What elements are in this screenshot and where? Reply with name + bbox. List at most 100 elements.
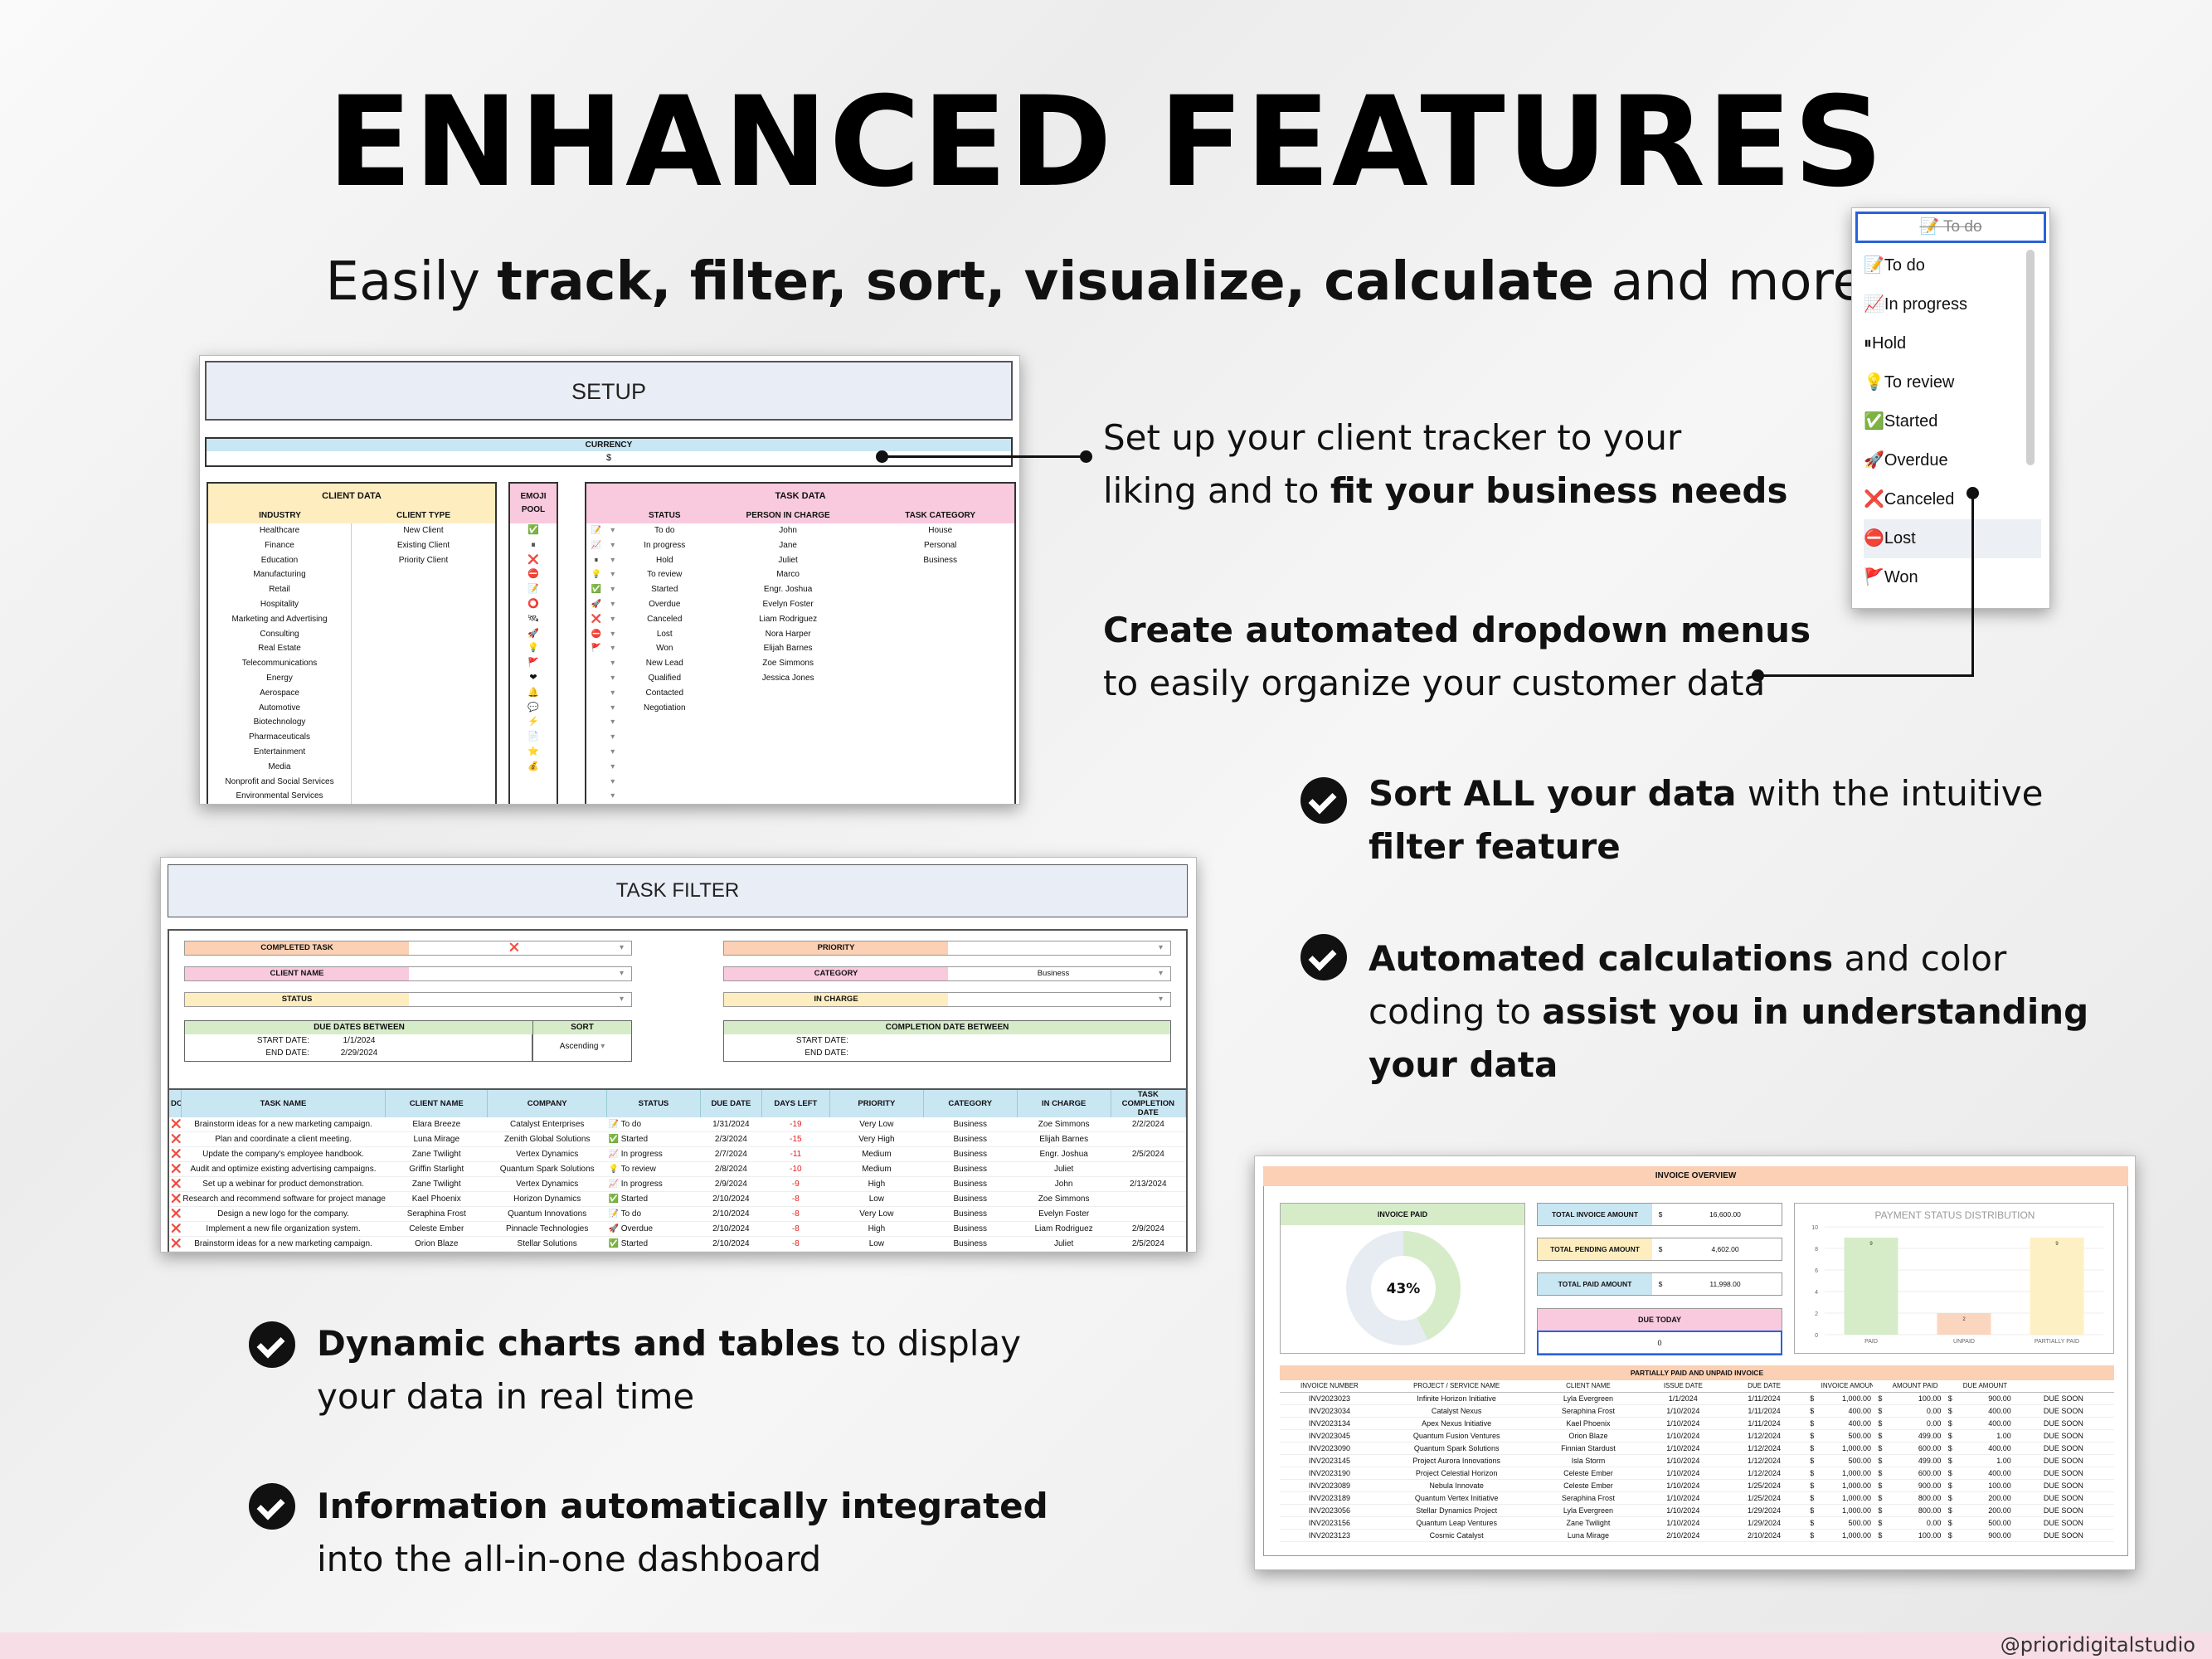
chevron-down-icon[interactable]: ▾ [610, 718, 615, 727]
chevron-down-icon[interactable]: ▾ [1159, 943, 1164, 952]
status-cell[interactable]: Started [651, 585, 678, 595]
chevron-down-icon[interactable]: ▾ [610, 776, 615, 786]
column-header[interactable]: PROJECT / SERVICE NAME [1378, 1380, 1534, 1394]
table-row[interactable]: ❌Design a new logo for the company.Serap… [169, 1207, 1186, 1222]
status-cell[interactable] [620, 715, 710, 730]
dropdown-item[interactable]: 🚩Won [1864, 558, 2035, 597]
dropdown-item[interactable]: ✅Started [1864, 402, 2035, 441]
status-filter-value[interactable] [409, 993, 620, 1006]
chevron-down-icon[interactable]: ▾ [610, 526, 615, 535]
currency-value[interactable]: $ [605, 453, 612, 463]
status-dropdown[interactable]: 📝 To do 📝To do📈In progress⏸Hold💡To revie… [1851, 207, 2050, 609]
column-header[interactable] [2012, 1380, 2114, 1394]
completed-filter[interactable]: COMPLETED TASK❌▾ [184, 941, 632, 956]
chevron-down-icon[interactable]: ▾ [610, 688, 615, 698]
chevron-down-icon[interactable]: ▾ [610, 570, 615, 580]
chevron-down-icon[interactable]: ▾ [610, 791, 615, 801]
column-header[interactable]: INVOICE AMOUNT [1819, 1380, 1874, 1394]
status-cell[interactable]: Lost [656, 629, 673, 639]
chevron-down-icon[interactable]: ▾ [610, 599, 615, 609]
sort-select[interactable]: Ascending ▾ [559, 1042, 605, 1051]
column-header[interactable]: COMPANY [487, 1090, 608, 1117]
chevron-down-icon[interactable]: ▾ [610, 732, 615, 742]
column-header[interactable] [1873, 1380, 1888, 1394]
status-cell[interactable] [620, 745, 710, 760]
status-cell[interactable] [620, 730, 710, 745]
table-row[interactable]: ❌Research and recommend software for pro… [169, 1192, 1186, 1207]
table-row[interactable]: ❌Plan and coordinate a client meeting.Lu… [169, 1132, 1186, 1147]
status-cell[interactable] [620, 760, 710, 775]
column-header[interactable]: ISSUE DATE [1642, 1380, 1724, 1394]
column-header[interactable] [1942, 1380, 1958, 1394]
dropdown-item[interactable]: ❌Canceled [1864, 480, 2035, 519]
client-filter-value[interactable] [409, 967, 620, 980]
status-cell[interactable]: Overdue [649, 599, 681, 609]
chevron-down-icon[interactable]: ▾ [610, 629, 615, 639]
table-row[interactable]: ❌Implement a new file organization syste… [169, 1222, 1186, 1237]
chevron-down-icon[interactable]: ▾ [610, 585, 615, 595]
status-cell[interactable]: Canceled [647, 614, 683, 624]
column-header[interactable]: AMOUNT PAID [1887, 1380, 1943, 1394]
column-header[interactable]: CLIENT NAME [385, 1090, 489, 1117]
dropdown-item[interactable]: 🚀Overdue [1864, 441, 2035, 480]
chevron-down-icon[interactable]: ▾ [610, 540, 615, 550]
table-row[interactable]: ❌Update the company's employee handbook.… [169, 1147, 1186, 1162]
incharge-filter[interactable]: IN CHARGE▾ [723, 992, 1171, 1007]
status-cell[interactable]: In progress [644, 540, 686, 550]
table-row[interactable]: ❌Set up a webinar for product demonstrat… [169, 1177, 1186, 1192]
status-cell[interactable]: Qualified [648, 673, 681, 683]
chevron-down-icon[interactable]: ▾ [620, 995, 625, 1004]
chevron-down-icon[interactable]: ▾ [610, 659, 615, 669]
end-value[interactable]: 2/29/2024 [340, 1048, 378, 1058]
start-value[interactable]: 1/1/2024 [343, 1036, 376, 1045]
dropdown-scrollbar[interactable] [2026, 250, 2035, 465]
completed-filter-value[interactable]: ❌ [509, 943, 519, 952]
dropdown-item[interactable]: ⏸Hold [1864, 324, 2035, 363]
category-filter-value[interactable]: Business [1037, 969, 1070, 978]
column-header[interactable]: DUE DATE [700, 1090, 762, 1117]
column-header[interactable]: CLIENT NAME [1534, 1380, 1643, 1394]
status-filter[interactable]: STATUS▾ [184, 992, 632, 1007]
column-header[interactable]: DUE AMOUNT [1957, 1380, 2013, 1394]
chevron-down-icon[interactable]: ▾ [620, 943, 625, 952]
column-header[interactable] [1804, 1380, 1820, 1394]
status-cell[interactable]: Won [656, 644, 673, 654]
dropdown-item[interactable]: 📈In progress [1864, 285, 2035, 324]
chevron-down-icon[interactable]: ▾ [1159, 995, 1164, 1004]
table-row[interactable]: ❌Brainstorm ideas for a new marketing ca… [169, 1117, 1186, 1132]
status-cell[interactable]: Negotiation [643, 703, 686, 713]
dropdown-item[interactable]: 📝To do [1864, 246, 2035, 285]
table-row[interactable]: ❌Audit and optimize existing advertising… [169, 1162, 1186, 1177]
status-cell[interactable]: To review [647, 570, 683, 580]
column-header[interactable]: CATEGORY [923, 1090, 1018, 1117]
chevron-down-icon[interactable]: ▾ [610, 614, 615, 624]
chevron-down-icon[interactable]: ▾ [610, 673, 615, 683]
column-header[interactable]: DONE [169, 1090, 182, 1117]
chevron-down-icon[interactable]: ▾ [610, 747, 615, 757]
column-header[interactable]: PRIORITY [829, 1090, 924, 1117]
chevron-down-icon[interactable]: ▾ [1159, 969, 1164, 978]
column-header[interactable]: IN CHARGE [1017, 1090, 1111, 1117]
column-header[interactable]: STATUS [606, 1090, 701, 1117]
status-cell[interactable] [620, 775, 710, 790]
dropdown-item[interactable]: 💡To review [1864, 363, 2035, 402]
table-row[interactable]: ❌Brainstorm ideas for a new marketing ca… [169, 1237, 1186, 1252]
chevron-down-icon[interactable]: ▾ [610, 703, 615, 713]
column-header[interactable]: TASK COMPLETION DATE [1111, 1090, 1187, 1117]
status-cell[interactable]: Contacted [645, 688, 684, 698]
priority-filter-value[interactable] [948, 941, 1159, 955]
status-cell[interactable]: Hold [655, 555, 673, 565]
status-cell[interactable]: To do [654, 526, 675, 535]
priority-filter[interactable]: PRIORITY▾ [723, 941, 1171, 956]
